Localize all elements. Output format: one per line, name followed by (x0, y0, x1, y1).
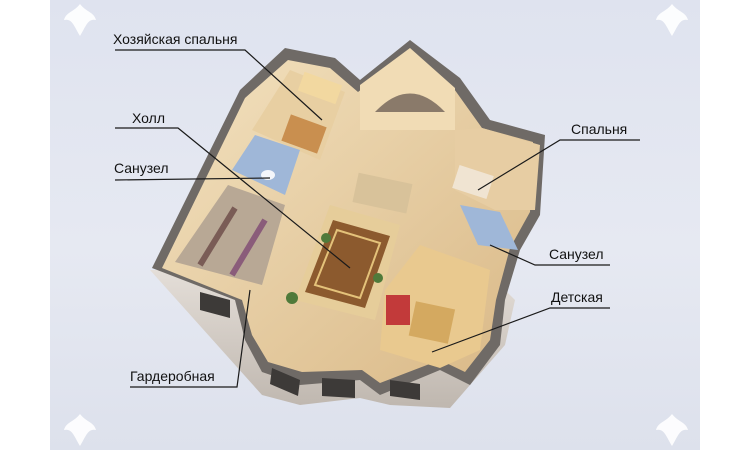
kids-rug (408, 301, 456, 344)
bathroom-right-room (460, 205, 518, 250)
label-bathroom-left: Санузел (114, 160, 169, 176)
master-bedroom-bed (281, 114, 327, 154)
leader-line-bathroom-right (489, 244, 610, 266)
label-kids-room: Детская (551, 289, 603, 305)
leader-line-kids-room (431, 307, 610, 353)
label-master-bedroom: Хозяйская спальня (113, 31, 238, 47)
label-wardrobe: Гардеробная (130, 368, 215, 384)
kids-bed (386, 295, 410, 325)
plant (373, 273, 383, 283)
fleur-ornament-icon (656, 414, 688, 446)
exterior-window (270, 368, 300, 396)
fleur-ornament-icon (656, 4, 688, 36)
exterior-window (322, 378, 355, 398)
staircase (352, 172, 413, 214)
exterior-window (390, 380, 420, 400)
leader-line-bedroom (477, 139, 640, 191)
plant (286, 292, 298, 304)
label-hall: Холл (132, 110, 165, 126)
leader-line-hall (115, 127, 351, 269)
exterior-window (200, 292, 230, 318)
label-bedroom: Спальня (571, 121, 628, 137)
master-bedroom-window (297, 71, 343, 105)
atrium-gable (360, 48, 455, 130)
wardrobe-rail (229, 218, 268, 277)
wardrobe-rail (197, 206, 238, 267)
fleur-ornament-icon (64, 4, 96, 36)
atrium-window (375, 93, 445, 112)
label-bathroom-right: Санузел (549, 246, 604, 262)
bedroom-bed (452, 165, 494, 199)
leader-line-bathroom-left (114, 177, 271, 181)
leader-line-wardrobe (130, 289, 251, 388)
bathroom-left-room (232, 135, 300, 195)
leader-line-master-bedroom (115, 49, 323, 121)
fleur-ornament-icon (64, 414, 96, 446)
plant (321, 233, 331, 243)
